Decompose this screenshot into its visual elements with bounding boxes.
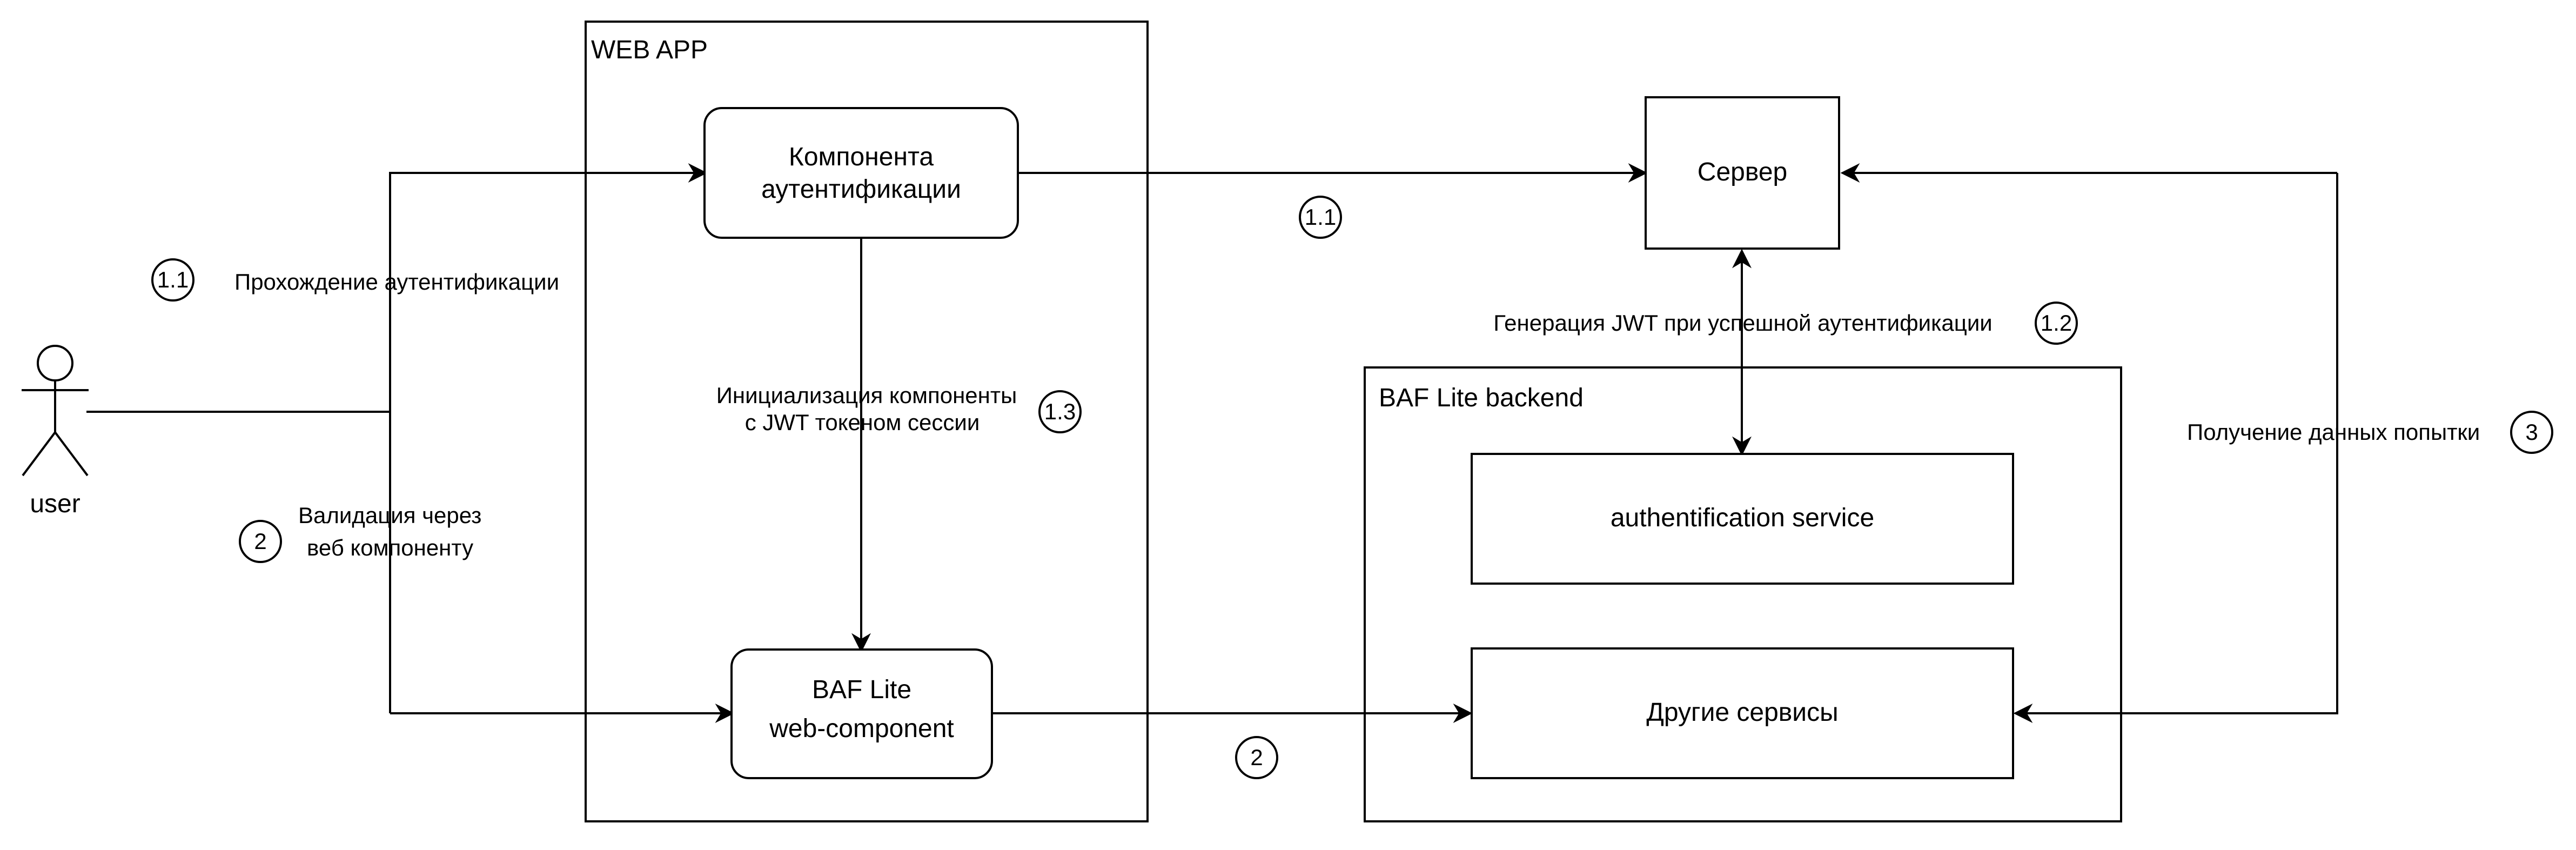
- edge-label-validation-line2: веб компоненту: [307, 535, 473, 560]
- step-badge-label: 1.1: [157, 267, 189, 292]
- webapp-group-title: WEB APP: [591, 36, 708, 64]
- step-badge-label: 1.1: [1305, 204, 1336, 230]
- step-badge: 1.3: [1038, 390, 1082, 433]
- other-services-box: [1471, 647, 2014, 779]
- step-badge-circle: [239, 520, 282, 563]
- baf-component-label-line2: web-component: [769, 714, 954, 743]
- backend-group-title: BAF Lite backend: [1379, 384, 1584, 412]
- step-badge-label: 3: [2525, 419, 2538, 445]
- edge-label-attempt-data: Получение данных попытки: [2187, 419, 2480, 445]
- edge-label-init-line1: Инициализация компоненты: [716, 383, 1017, 408]
- server-box: [1645, 96, 1840, 250]
- auth-service-box: [1471, 453, 2014, 585]
- edge-to-other-services-attempt: [2013, 173, 2338, 723]
- edge-user-to-auth-component: [389, 163, 708, 713]
- auth-component-node: Компонента аутентификации: [703, 107, 1019, 239]
- user-actor: [22, 345, 89, 477]
- actor-head: [37, 345, 73, 382]
- webapp-group: [585, 21, 1149, 822]
- other-services-label: Другие сервисы: [1646, 698, 1838, 727]
- step-badge: 1.1: [151, 258, 194, 302]
- actor-right-leg: [54, 431, 89, 477]
- step-badge-circle: [1038, 390, 1082, 433]
- step-badge: 2: [1235, 736, 1278, 779]
- step-badge: 1.1: [1299, 196, 1342, 239]
- step-badge: 1.2: [2035, 302, 2078, 345]
- auth-component-label-line1: Компонента: [789, 143, 934, 171]
- step-badge: 2: [239, 520, 282, 563]
- auth-service-node: authentification service: [1471, 453, 2014, 585]
- auth-component-box: [703, 107, 1019, 239]
- edge-label-validation-line1: Валидация через: [298, 503, 481, 528]
- actor-label: user: [30, 490, 80, 518]
- edge-label-init-line2: с JWT токеном сессии: [745, 410, 980, 435]
- actor-left-leg: [22, 431, 56, 477]
- step-badge-label: 1.2: [2041, 310, 2072, 336]
- auth-service-label: authentification service: [1611, 504, 1874, 532]
- step-badge-circle: [1299, 196, 1342, 239]
- edge-label-auth-pass: Прохождение аутентификации: [234, 269, 559, 295]
- auth-component-label-line2: аутентификации: [761, 175, 961, 204]
- step-badge-circle: [2510, 411, 2553, 454]
- baf-component-label-line1: BAF Lite: [812, 675, 911, 704]
- step-badge-circle: [2035, 302, 2078, 345]
- baf-component-box: [730, 648, 993, 779]
- baf-component-node: BAF Lite web-component: [730, 648, 993, 779]
- edge-label-jwt-generation: Генерация JWT при успешной аутентификаци…: [1493, 310, 1993, 336]
- server-label: Сервер: [1698, 158, 1787, 186]
- step-badge: 3: [2510, 411, 2553, 454]
- server-node: Сервер: [1645, 96, 1840, 250]
- step-badge-label: 1.3: [1044, 399, 1076, 424]
- step-badge-label: 2: [1250, 745, 1263, 770]
- other-services-node: Другие сервисы: [1471, 647, 2014, 779]
- step-badge-circle: [1235, 736, 1278, 779]
- step-badge-circle: [151, 258, 194, 302]
- step-badge-label: 2: [254, 528, 266, 554]
